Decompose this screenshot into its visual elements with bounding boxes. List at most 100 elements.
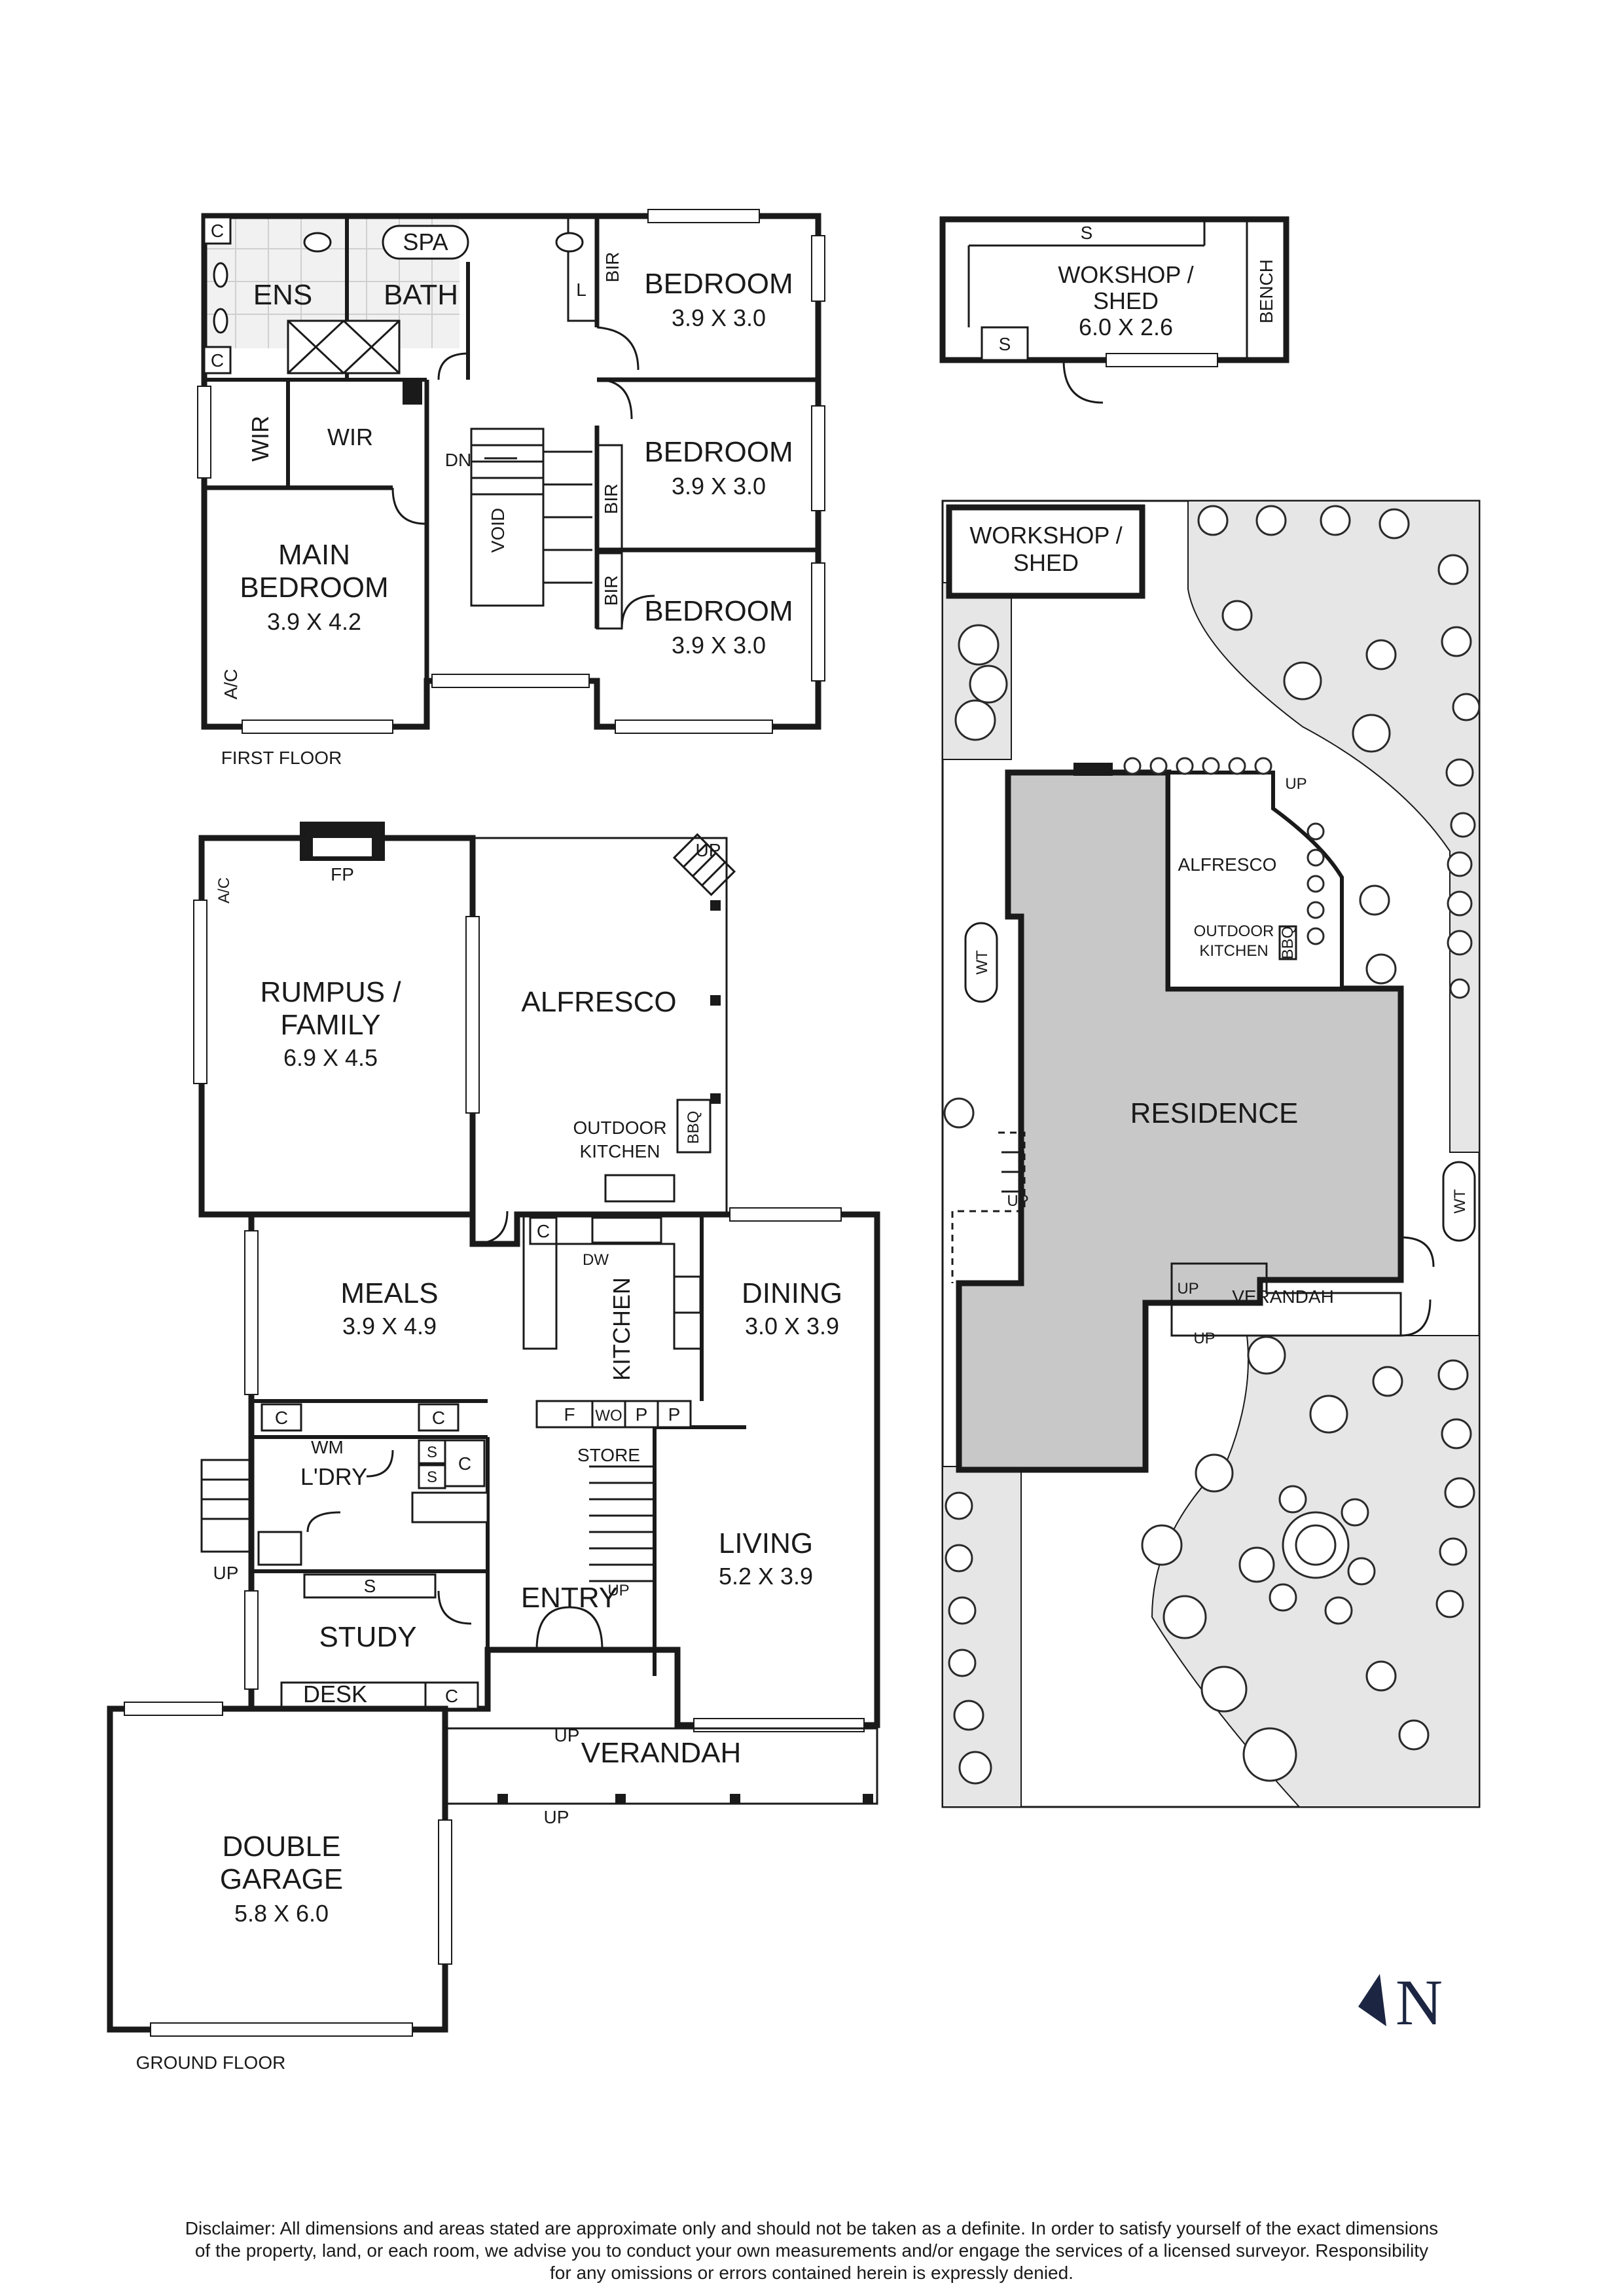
garage-size: 5.8 X 6.0 xyxy=(234,1900,329,1927)
main-bedroom-line2: BEDROOM xyxy=(240,572,388,604)
bedroom-3-size: 3.9 X 3.0 xyxy=(672,632,766,659)
wall-oven-label: WO xyxy=(595,1407,622,1425)
void-label: VOID xyxy=(488,508,508,553)
stairs-up-label: UP xyxy=(607,1582,629,1599)
rumpus-line2: FAMILY xyxy=(280,1009,380,1041)
meals-size: 3.9 X 4.9 xyxy=(342,1313,437,1339)
site-alfresco-label: ALFRESCO xyxy=(1178,854,1277,875)
bir2-label: BIR xyxy=(601,484,621,515)
linen-label: L xyxy=(576,280,586,300)
site-verandah-up-1-label: UP xyxy=(1177,1280,1198,1298)
kitchen-label: KITCHEN xyxy=(608,1277,635,1381)
site-plan: WORKSHOP / SHED UP ALFRESCO OUTDOOR KITC… xyxy=(941,500,1481,1808)
bir3-label: BIR xyxy=(601,575,621,606)
alfresco-up-label: UP xyxy=(696,840,721,860)
entry-up-label: UP xyxy=(554,1725,580,1745)
meals-name: MEALS xyxy=(340,1277,438,1309)
garage-line1: DOUBLE xyxy=(223,1831,341,1863)
spa-label: SPA xyxy=(403,228,448,255)
outdoor-kitchen-line1: OUTDOOR xyxy=(573,1118,666,1138)
living-name: LIVING xyxy=(719,1527,813,1559)
north-arrow: N xyxy=(1358,1966,1443,2039)
cupboard-a-label: C xyxy=(275,1408,288,1428)
site-verandah-up-2-label: UP xyxy=(1193,1330,1215,1347)
wir-1-label: WIR xyxy=(247,416,274,462)
disclaimer: Disclaimer: All dimensions and areas sta… xyxy=(72,2217,1551,2284)
shed-size: 6.0 X 2.6 xyxy=(1079,314,1173,340)
store-label: STORE xyxy=(577,1445,640,1465)
washing-machine-label: WM xyxy=(311,1437,344,1457)
shed-shelf-2-label: S xyxy=(999,334,1011,354)
site-verandah-label: VERANDAH xyxy=(1232,1286,1334,1307)
rumpus-size: 6.9 X 4.5 xyxy=(283,1044,378,1071)
bench-label: BENCH xyxy=(1256,259,1276,323)
first-floor-c2-label: C xyxy=(211,350,224,371)
shelf-c-label: S xyxy=(364,1576,376,1596)
dishwasher-label: DW xyxy=(583,1251,609,1269)
disclaimer-line-1: Disclaimer: All dimensions and areas sta… xyxy=(185,2218,1439,2238)
alfresco-label: ALFRESCO xyxy=(521,986,676,1018)
shed-name-line2: SHED xyxy=(1093,287,1159,314)
shelf-a-label: S xyxy=(427,1444,437,1461)
shelf-b-label: S xyxy=(427,1468,437,1486)
entry-label: ENTRY xyxy=(521,1582,618,1614)
water-tank-1-label: WT xyxy=(973,950,991,975)
disclaimer-line-2: of the property, land, or each room, we … xyxy=(194,2240,1429,2261)
laundry-up-label: UP xyxy=(213,1563,239,1583)
shed-shelf-1-label: S xyxy=(1081,223,1093,243)
cupboard-b-label: C xyxy=(432,1408,445,1428)
shed-name-line1: WOKSHOP / xyxy=(1058,261,1193,288)
site-outdoor-kitchen-line1: OUTDOOR xyxy=(1194,922,1274,940)
ground-ac-label: A/C xyxy=(215,877,233,903)
site-bbq-label: BBQ xyxy=(1279,926,1297,960)
living-size: 5.2 X 3.9 xyxy=(719,1563,813,1590)
dining-name: DINING xyxy=(742,1277,842,1309)
bedroom-3-name: BEDROOM xyxy=(644,595,793,627)
shed-detail: S S WOKSHOP / SHED 6.0 X 2.6 BENCH xyxy=(939,216,1289,404)
verandah-up-label: UP xyxy=(544,1807,569,1827)
site-trees xyxy=(943,505,1481,1785)
water-tank-2-label: WT xyxy=(1451,1189,1469,1214)
dn-label: DN xyxy=(445,450,471,470)
bedroom-2-size: 3.9 X 3.0 xyxy=(672,473,766,500)
outdoor-kitchen-line2: KITCHEN xyxy=(580,1141,660,1161)
fridge-label: F xyxy=(564,1404,575,1425)
bedroom-2-name: BEDROOM xyxy=(644,436,793,468)
main-bedroom-size: 3.9 X 4.2 xyxy=(267,608,361,635)
site-alfresco-up-label: UP xyxy=(1285,775,1307,793)
main-bedroom-line1: MAIN xyxy=(278,539,350,571)
kitchen-c-label: C xyxy=(537,1221,550,1241)
wir-2-label: WIR xyxy=(327,424,373,450)
ground-floor: FP A/C UP RUMPUS / FAMILY 6.9 X 4.5 ALFR… xyxy=(107,822,880,2073)
pantry-1-label: P xyxy=(636,1404,648,1425)
disclaimer-line-3: for any omissions or errors contained he… xyxy=(550,2263,1073,2283)
first-floor: C C ENS SPA BATH L BIR BIR BIR BEDROOM 3… xyxy=(197,209,825,768)
laundry-label: L'DRY xyxy=(300,1463,367,1490)
bedroom-1-size: 3.9 X 3.0 xyxy=(672,304,766,331)
first-floor-c1-label: C xyxy=(211,221,224,241)
site-workshop-line1: WORKSHOP / xyxy=(969,522,1122,549)
study-label: STUDY xyxy=(319,1621,416,1653)
garage-line2: GARAGE xyxy=(220,1863,343,1895)
bath-label: BATH xyxy=(384,279,458,311)
bedroom-1-name: BEDROOM xyxy=(644,268,793,300)
pantry-2-label: P xyxy=(668,1404,681,1425)
rumpus-line1: RUMPUS / xyxy=(260,976,401,1008)
north-arrow-icon xyxy=(1358,1974,1386,2026)
cupboard-d-label: C xyxy=(445,1686,458,1706)
residence-label: RESIDENCE xyxy=(1130,1097,1299,1129)
fireplace-label: FP xyxy=(331,864,354,884)
site-workshop-line2: SHED xyxy=(1013,549,1079,576)
ens-label: ENS xyxy=(253,279,312,311)
site-outdoor-kitchen-line2: KITCHEN xyxy=(1199,942,1268,960)
bbq-label: BBQ xyxy=(685,1111,702,1144)
first-floor-ac-label: A/C xyxy=(221,669,241,700)
desk-label: DESK xyxy=(303,1681,367,1707)
cupboard-c-label: C xyxy=(458,1453,471,1474)
dining-size: 3.0 X 3.9 xyxy=(745,1313,839,1339)
first-floor-label: FIRST FLOOR xyxy=(221,748,342,768)
verandah-label: VERANDAH xyxy=(581,1737,742,1769)
bir1-label: BIR xyxy=(602,252,622,283)
ground-floor-label: GROUND FLOOR xyxy=(136,2052,286,2073)
